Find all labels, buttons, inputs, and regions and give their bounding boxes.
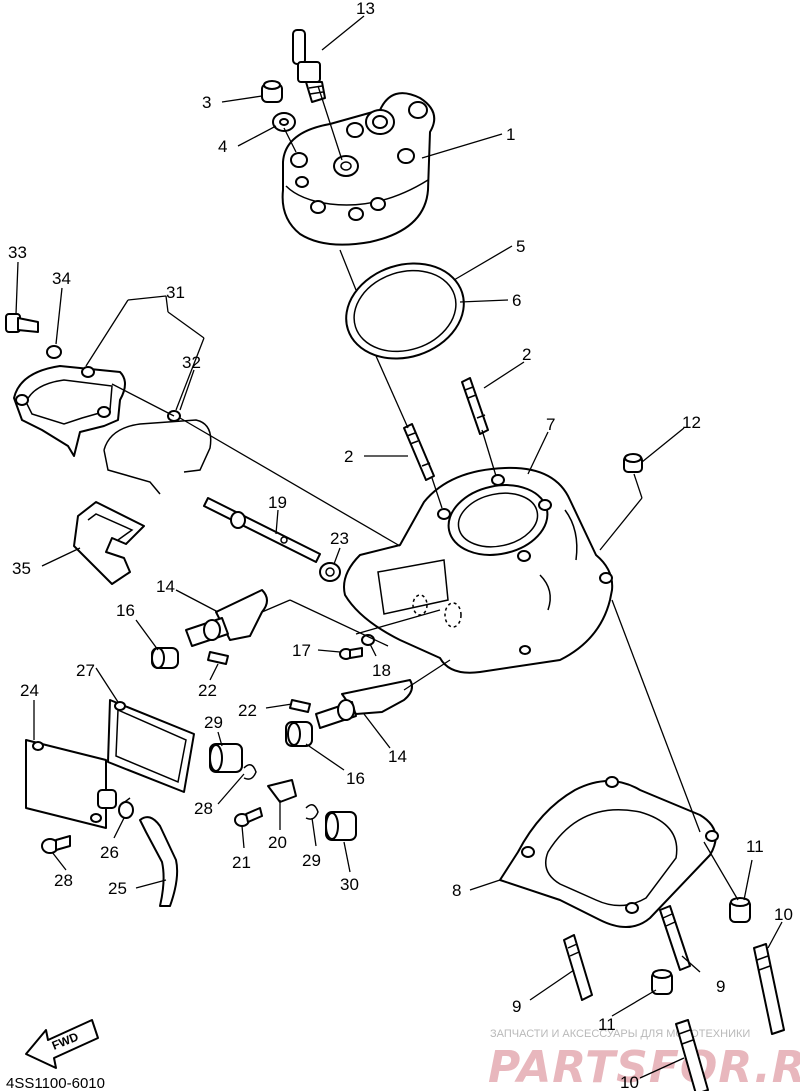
label-part-4: 4 xyxy=(218,137,227,156)
label-part-27: 27 xyxy=(76,661,95,680)
spark-plug xyxy=(292,29,326,103)
label-part-19: 19 xyxy=(268,493,287,512)
cover-bolt xyxy=(5,313,39,333)
label-part-11-right: 11 xyxy=(746,837,764,856)
cylinder-block xyxy=(343,466,614,674)
cover-gasket xyxy=(103,410,212,495)
clip-lower xyxy=(305,804,319,820)
stud-bolt-left xyxy=(403,423,435,481)
valve-shaft xyxy=(203,497,321,563)
label-part-30-upper: 29 xyxy=(204,713,223,732)
diagram-code: 4SS1100-6010 xyxy=(6,1075,105,1091)
base-gasket xyxy=(499,776,719,928)
label-part-32: 32 xyxy=(182,353,201,372)
part-number-labels: 13 3 4 1 5 6 2 2 7 12 33 34 31 32 19 23 … xyxy=(8,0,793,1091)
label-part-6: 6 xyxy=(512,291,521,310)
label-part-33: 33 xyxy=(8,243,27,262)
cylinder-head xyxy=(281,92,436,246)
flange-nut-right xyxy=(729,897,751,923)
dowel-pin-upper xyxy=(207,651,229,665)
label-part-1: 1 xyxy=(506,125,515,144)
label-part-30-lower: 30 xyxy=(340,875,359,894)
clip-upper xyxy=(243,764,257,780)
label-part-8: 8 xyxy=(452,881,461,900)
label-part-11-left: 11 xyxy=(598,1015,616,1034)
rubber-seal xyxy=(73,501,145,585)
label-part-21: 21 xyxy=(232,853,251,872)
lever-bracket xyxy=(267,779,297,803)
label-part-17: 17 xyxy=(292,641,311,660)
watermark-caption: ЗАПЧАСТИ И АКСЕССУАРЫ ДЛЯ МОТОТЕХНИКИ xyxy=(490,1028,750,1040)
label-part-13: 13 xyxy=(356,0,375,18)
cap-bolt xyxy=(261,80,283,103)
leader-lines xyxy=(15,15,783,1079)
label-part-10-bottom: 10 xyxy=(620,1073,639,1091)
hose-clamp xyxy=(118,797,134,819)
label-part-25: 25 xyxy=(108,879,127,898)
label-part-16-lower: 16 xyxy=(346,769,365,788)
base-stud-left xyxy=(563,934,593,1001)
dowel-pin-lower xyxy=(289,699,311,713)
exhaust-cover xyxy=(13,365,126,457)
watermark: ЗАПЧАСТИ И АКСЕССУАРЫ ДЛЯ МОТОТЕХНИКИ PA… xyxy=(488,1028,800,1091)
washer-small xyxy=(272,112,296,132)
label-part-9-right: 9 xyxy=(716,977,725,996)
small-screw xyxy=(339,647,363,660)
label-part-22-upper: 22 xyxy=(198,681,217,700)
label-part-26: 26 xyxy=(100,843,119,862)
label-part-23: 23 xyxy=(330,529,349,548)
label-part-28: 28 xyxy=(54,871,73,890)
label-part-10-right: 10 xyxy=(774,905,793,924)
drain-plug xyxy=(623,453,643,473)
plate-screw xyxy=(41,835,71,854)
label-part-2-left: 2 xyxy=(344,447,353,466)
label-part-7: 7 xyxy=(546,415,555,434)
breather-hose xyxy=(139,816,179,907)
valve-cover-plate xyxy=(25,739,117,829)
exhaust-valve-left xyxy=(185,589,268,647)
label-part-15: 14 xyxy=(156,577,175,596)
base-stud-center xyxy=(659,905,691,971)
label-part-31: 31 xyxy=(166,283,185,302)
label-part-29-upper: 28 xyxy=(194,799,213,818)
label-part-9-left: 9 xyxy=(512,997,521,1016)
shaft-bushing xyxy=(319,562,341,582)
label-part-20: 20 xyxy=(268,833,287,852)
collar-lower xyxy=(325,811,357,841)
label-part-18: 18 xyxy=(372,661,391,680)
label-part-22-lower: 22 xyxy=(238,701,257,720)
bracket-screw xyxy=(234,807,263,827)
label-part-35: 35 xyxy=(12,559,31,578)
valve-cover-gasket xyxy=(107,699,195,793)
label-part-14: 14 xyxy=(388,747,407,766)
valve-bushing-upper xyxy=(151,647,179,669)
exhaust-valve-right xyxy=(315,679,413,729)
collar-upper xyxy=(209,743,243,773)
stud-bolt-upper xyxy=(461,377,489,435)
cover-washer xyxy=(46,345,62,359)
label-part-5: 5 xyxy=(516,237,525,256)
head-gasket-rings xyxy=(345,262,465,360)
flange-nut-left xyxy=(651,969,673,995)
forward-arrow-icon: FWD xyxy=(25,1019,99,1069)
watermark-logo: PARTSFOR.RU xyxy=(488,1042,800,1091)
long-stud-bottom xyxy=(675,1019,709,1091)
long-stud-right xyxy=(753,943,785,1035)
label-part-2-upper: 2 xyxy=(522,345,531,364)
label-part-12: 12 xyxy=(682,413,701,432)
label-part-3: 3 xyxy=(202,93,211,112)
label-part-29-lower: 29 xyxy=(302,851,321,870)
label-part-34: 34 xyxy=(52,269,71,288)
label-part-16-upper: 16 xyxy=(116,601,135,620)
label-part-24: 24 xyxy=(20,681,39,700)
valve-bushing-lower xyxy=(285,721,313,747)
